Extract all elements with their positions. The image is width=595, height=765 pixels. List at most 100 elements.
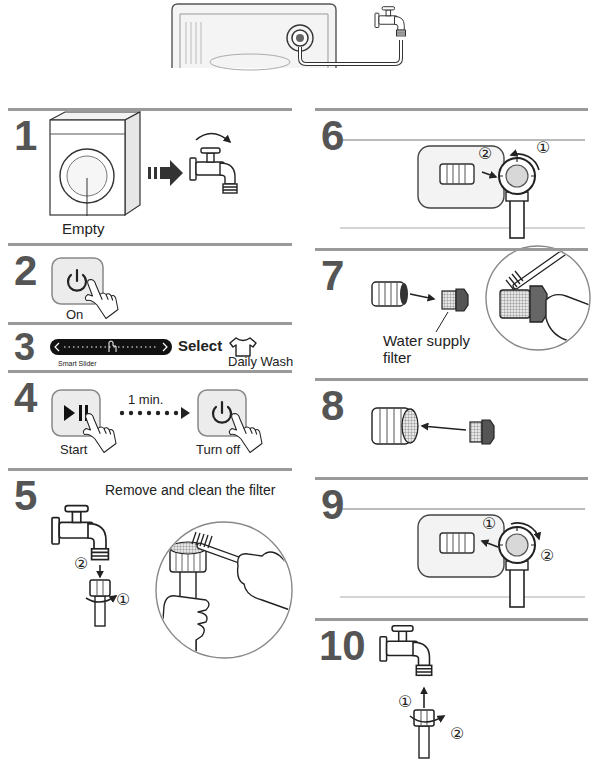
turn-arrow <box>196 133 230 142</box>
instruction-text: Remove and clean the filter <box>105 483 275 498</box>
smart-slider <box>109 341 116 352</box>
magnified-view <box>156 522 296 670</box>
hose-nut <box>419 726 429 758</box>
tap <box>190 148 237 193</box>
inlet-thread <box>372 282 408 306</box>
step-number: 9 <box>321 484 344 526</box>
magnified-view <box>238 552 296 610</box>
callout-number: ② <box>74 556 88 572</box>
step-number: 3 <box>14 328 35 366</box>
wait-dots <box>156 411 160 415</box>
leader-line <box>436 312 448 332</box>
machine-back <box>180 14 328 68</box>
next-arrow <box>160 160 183 186</box>
tap <box>52 506 108 560</box>
filter <box>442 289 468 311</box>
machine-back <box>186 22 201 64</box>
power-button <box>76 270 78 281</box>
washer-front <box>125 112 140 215</box>
tap <box>375 7 406 36</box>
step-number: 8 <box>321 385 344 427</box>
inlet-thread <box>372 282 404 306</box>
hand <box>83 414 116 453</box>
hose-nut <box>90 580 110 596</box>
hand <box>85 280 118 319</box>
machine-back <box>296 34 304 42</box>
move-arrow <box>482 541 498 547</box>
magnified-view <box>160 596 209 660</box>
magnified-view <box>160 532 296 670</box>
magnified-view <box>500 248 592 350</box>
step-panel: 1Empty <box>8 108 292 241</box>
magnified-view <box>500 290 530 318</box>
smart-slider <box>50 339 172 355</box>
move-arrow <box>410 294 434 299</box>
wait-dots <box>129 411 133 415</box>
washer-front <box>87 178 88 216</box>
inlet-hose <box>300 40 401 64</box>
wait-dots <box>120 407 190 419</box>
move-arrow <box>99 565 101 577</box>
wait-dots <box>165 411 169 415</box>
inlet-hose <box>300 40 401 64</box>
control-label: Smart Slider <box>58 360 97 368</box>
machine-back <box>172 4 336 70</box>
next-arrow <box>154 167 157 179</box>
hose-nut <box>97 580 103 596</box>
hose-nut <box>414 710 434 726</box>
wait-dots <box>174 411 178 415</box>
filter <box>482 420 494 444</box>
step-number: 10 <box>319 625 366 667</box>
step-panel: 3Smart SliderSelectDaily Wash <box>8 322 292 368</box>
turn-arrow <box>410 716 444 722</box>
wait-dots <box>120 411 124 415</box>
step-panel: 2On <box>8 243 292 320</box>
filter <box>470 422 482 442</box>
callout-number: ① <box>536 140 550 156</box>
callout-number: ① <box>482 516 496 532</box>
start-button <box>79 405 82 421</box>
magnified-view <box>192 532 212 548</box>
callout-number: ① <box>116 592 130 608</box>
step-panel: 5 Remove and clean the filter <box>8 468 292 760</box>
hose-nut <box>95 596 105 626</box>
inlet-hose <box>300 40 401 64</box>
callout-number: ② <box>450 726 464 742</box>
turn-arrow <box>86 596 116 602</box>
hose-nut <box>499 527 535 607</box>
filter <box>470 420 494 444</box>
step-number: 5 <box>14 475 37 517</box>
start-button <box>64 405 75 421</box>
callout-number: ② <box>478 146 492 162</box>
machine-back <box>172 4 336 68</box>
step-number: 4 <box>14 377 37 419</box>
next-arrow <box>148 167 151 179</box>
step-number: 6 <box>321 115 344 157</box>
washer-front <box>50 120 125 215</box>
power-button <box>221 402 223 413</box>
wait-dots <box>138 411 142 415</box>
wait-dots <box>181 407 190 419</box>
button-label: Start <box>60 443 87 457</box>
inlet-thread <box>402 409 418 443</box>
magnified-view <box>530 286 547 322</box>
step-panel: 6 <box>315 108 588 246</box>
tap <box>380 626 432 676</box>
filter <box>442 291 456 309</box>
step-number: 1 <box>14 115 37 157</box>
step-number: 2 <box>14 250 37 292</box>
step-number: 7 <box>321 255 344 297</box>
machine-back <box>292 30 308 46</box>
turn-arrow <box>511 154 539 170</box>
hose-nut <box>414 710 434 758</box>
magnified-view <box>506 271 523 290</box>
washer-front <box>50 134 125 135</box>
machine-back <box>210 54 290 70</box>
hose-nut <box>499 158 535 238</box>
magnified-view <box>516 248 570 286</box>
inlet-thread <box>380 408 401 444</box>
turn-arrow <box>511 523 539 539</box>
inlet-thread <box>372 408 418 444</box>
